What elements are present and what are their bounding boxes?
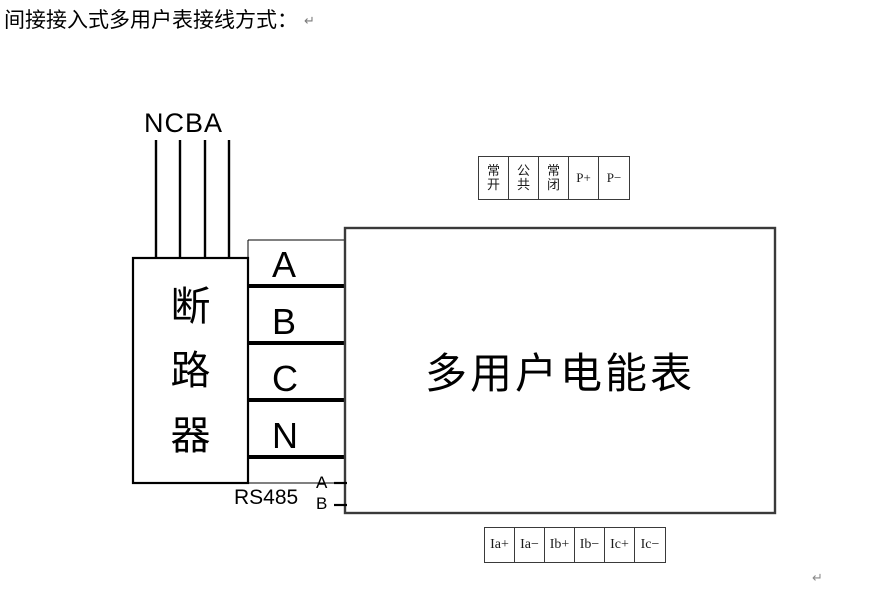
phase-row-guides: [247, 239, 347, 484]
phase-label-n: N: [272, 415, 298, 456]
supply-wires: [154, 140, 231, 259]
terminal-cell-common: 公 共: [509, 157, 539, 199]
paragraph-mark-icon: ↵: [304, 13, 315, 28]
terminal-cell-ib-plus: Ib+: [545, 528, 575, 562]
energy-meter-label: 多用户电能表: [424, 352, 695, 398]
breaker-char-3: 器: [170, 412, 211, 458]
current-input-terminal-block: Ia+ Ia− Ib+ Ib− Ic+ Ic−: [484, 527, 666, 563]
terminal-char-bottom: 共: [516, 177, 530, 192]
page-title-text: 间接接入式多用户表接线方式：: [4, 8, 298, 32]
terminal-cell-normally-open: 常 开: [479, 157, 509, 199]
phase-label-b: B: [272, 301, 297, 342]
supply-phase-labels: NCBA: [144, 108, 224, 138]
terminal-cell-ia-minus: Ia−: [515, 528, 545, 562]
terminal-char-bottom: 闭: [546, 177, 560, 192]
terminal-char-bottom: 开: [486, 177, 500, 192]
energy-meter-box: [343, 226, 777, 515]
terminal-cell-ic-plus: Ic+: [605, 528, 635, 562]
terminal-cell-ic-minus: Ic−: [640, 537, 660, 552]
terminal-char-top: 常: [546, 163, 560, 178]
terminal-cell-p-plus: P+: [569, 157, 599, 199]
rs485-label-a: A: [316, 473, 328, 492]
terminal-char-top: 常: [486, 163, 500, 178]
terminal-char-top: 公: [516, 163, 530, 178]
terminal-cell-ib-minus: Ib−: [575, 528, 605, 562]
terminal-cell-p-minus: P−: [606, 170, 622, 185]
terminal-cell-ia-plus: Ia+: [485, 528, 515, 562]
rs485-label: RS485: [234, 486, 299, 509]
circuit-breaker-box: [131, 256, 250, 485]
rs485-wires: [334, 481, 347, 507]
phase-label-a: A: [272, 244, 297, 285]
phase-bus-wires: [248, 284, 347, 459]
breaker-char-2: 路: [170, 348, 211, 393]
terminal-cell-normally-closed: 常 闭: [539, 157, 569, 199]
breaker-char-1: 断: [170, 283, 211, 329]
page-title: 间接接入式多用户表接线方式： ↵: [4, 6, 315, 35]
relay-output-terminal-block: 常 开 公 共 常 闭 P+ P−: [478, 156, 630, 200]
rs485-label-b: B: [316, 494, 328, 513]
phase-label-c: C: [272, 358, 298, 399]
paragraph-mark-icon: ↵: [812, 570, 823, 585]
circuit-breaker-label: 断 路 器: [133, 262, 248, 480]
